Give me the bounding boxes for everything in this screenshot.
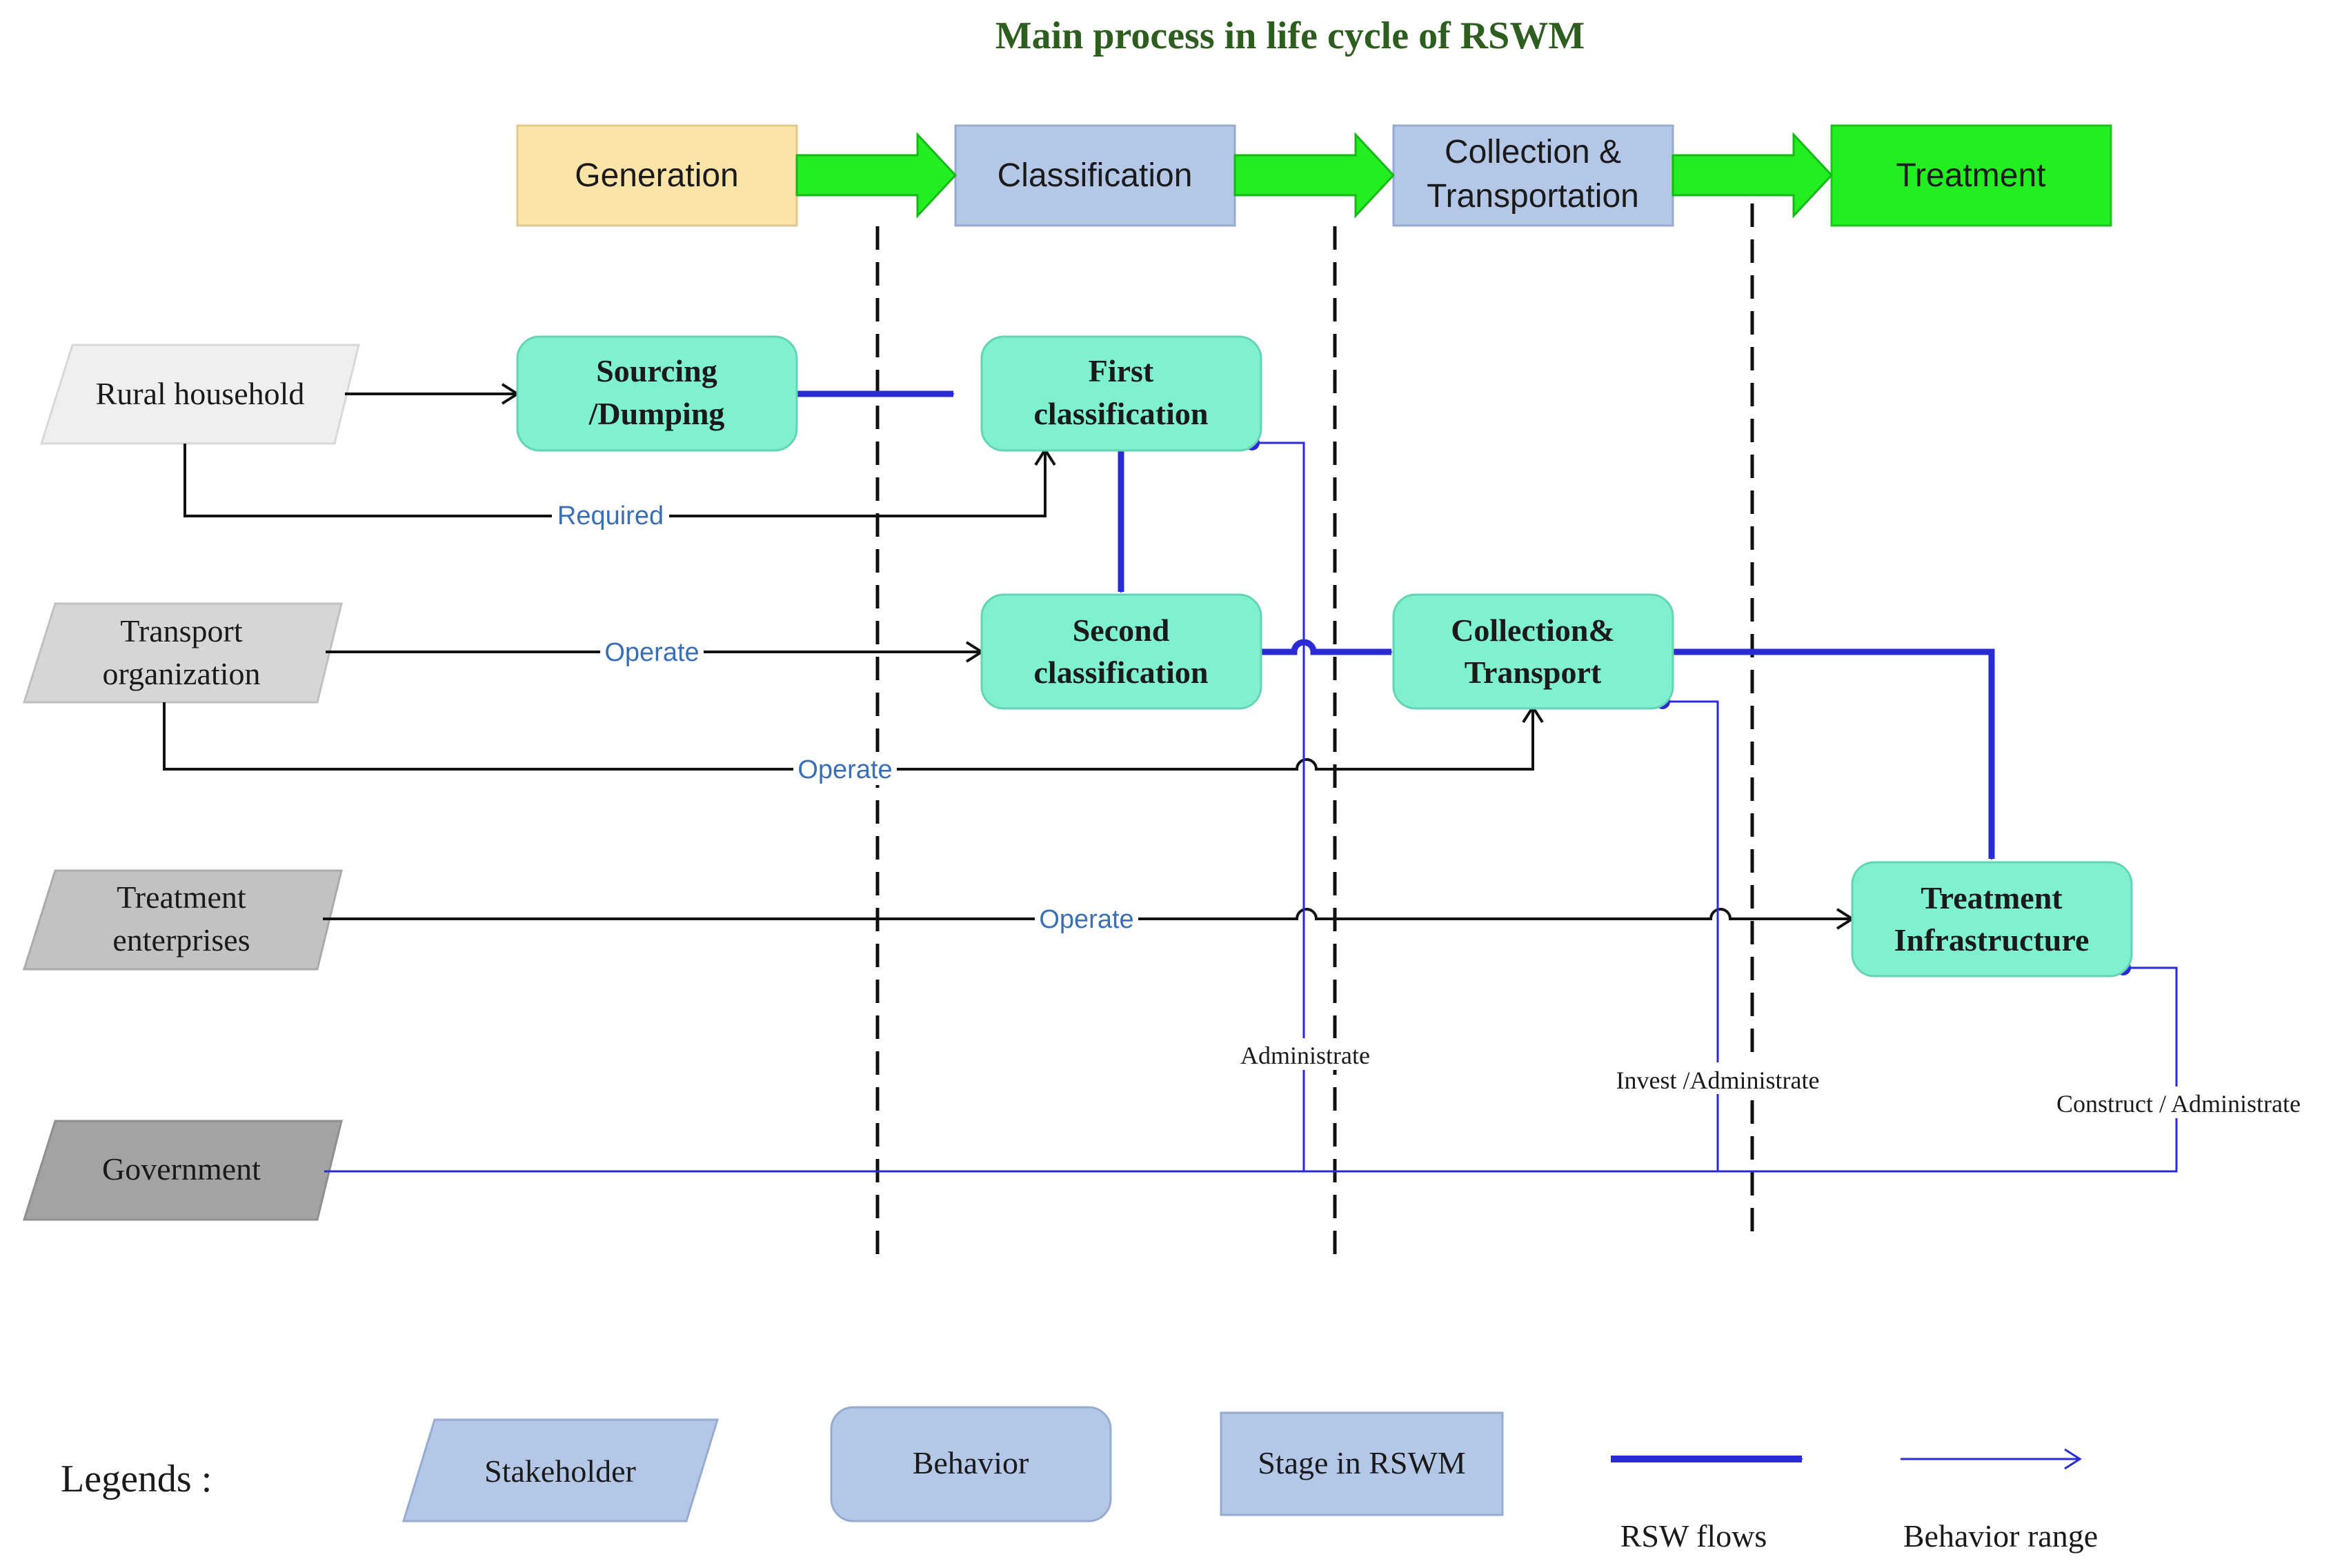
stage-collection-label-line1: Collection & [1445, 134, 1621, 170]
label-construct-administrate: Construct / Administrate [2056, 1090, 2301, 1118]
stakeholder-treatment-enterprises [22, 869, 343, 971]
label-invest-administrate: Invest /Administrate [1616, 1066, 1820, 1094]
stage-treatment-label: Treatment [1896, 157, 2046, 194]
stakeholder-government [22, 1120, 343, 1221]
label-operate-infra: Operate [1039, 905, 1133, 934]
stage-arrow-2 [1233, 132, 1396, 219]
behavior-collection-transport-label-line1: Collection& [1451, 613, 1615, 648]
legend: Legends : Stakeholder Behavior Stage in … [61, 1406, 2098, 1554]
stage-classification-label: Classification [998, 157, 1193, 194]
behavior-first-classification-label-line2: classification [1034, 396, 1209, 431]
range-labels: Administrate Invest /Administrate Constr… [1228, 1038, 2321, 1118]
stage-collection-label-line2: Transportation [1427, 178, 1639, 215]
legend-stage-shape [1220, 1411, 1504, 1516]
stakeholder-transport-organization-label-line1: Transport [120, 613, 242, 648]
rsw-flows [797, 390, 1995, 860]
stakeholder-rural-household [39, 344, 360, 445]
label-operate-collect: Operate [797, 755, 892, 784]
behavior-sourcing-dumping-label-line2: /Dumping [588, 396, 725, 431]
behavior-sourcing-dumping-label-line1: Sourcing [596, 353, 717, 388]
behavior-collection-transport-label-line2: Transport [1465, 655, 1602, 690]
behavior-second-classification-label-line1: Second [1073, 613, 1170, 648]
legend-range-label: Behavior range [1903, 1518, 2098, 1554]
edge-labels: Required Operate Operate Operate [552, 498, 1138, 935]
stakeholder-treatment-enterprises-label-line1: Treatment [117, 880, 246, 915]
label-administrate: Administrate [1240, 1042, 1370, 1069]
behavior-second-classification [980, 593, 1262, 710]
stakeholder-transport-organization [22, 602, 343, 704]
behavior-treatment-infrastructure-label-line1: Treatment [1921, 880, 2063, 915]
stage-arrow-3 [1672, 132, 1834, 219]
flow-second-collect [1260, 639, 1393, 655]
behavior-first-classification [980, 335, 1262, 452]
legend-flow-label: RSW flows [1620, 1518, 1767, 1554]
stage-generation [516, 124, 798, 227]
label-operate-second: Operate [604, 638, 699, 667]
behavior-first-classification-label-line1: First [1089, 353, 1154, 388]
legend-stage-label: Stage in RSWM [1258, 1445, 1466, 1480]
stakeholders: Rural household Transport organization T… [22, 344, 360, 1221]
connector-transport-collect [163, 702, 1544, 771]
legend-behavior-shape [830, 1406, 1112, 1522]
stakeholder-government-label: Government [102, 1151, 261, 1187]
stage-treatment [1830, 124, 2112, 227]
stage-arrows [795, 132, 1834, 219]
behaviors: Sourcing /Dumping First classification S… [516, 335, 2133, 977]
behavior-second-classification-label-line2: classification [1034, 655, 1209, 690]
legend-stakeholder-shape [401, 1418, 720, 1522]
range-government-infra [1718, 966, 2178, 1173]
behavior-sourcing-dumping [516, 335, 798, 452]
stage-arrow-1 [795, 132, 958, 219]
stakeholder-rural-household-label: Rural household [96, 376, 305, 411]
legend-stakeholder-label: Stakeholder [484, 1453, 636, 1489]
stakeholder-transport-organization-label-line2: organization [102, 656, 260, 691]
flow-collect-infra [1673, 648, 1995, 860]
range-government-first [324, 441, 1305, 1173]
stage-generation-label: Generation [575, 157, 739, 194]
label-required: Required [557, 502, 664, 530]
legend-title: Legends : [61, 1458, 212, 1500]
behavior-treatment-infrastructure [1851, 861, 2133, 977]
connector-treatment-infra [323, 908, 1855, 930]
behavior-treatment-infrastructure-label-line2: Infrastructure [1894, 922, 2090, 957]
diagram-title: Main process in life cycle of RSWM [995, 14, 1585, 57]
range-government-collect [1304, 700, 1719, 1173]
legend-behavior-label: Behavior [913, 1445, 1029, 1480]
behavior-collection-transport [1392, 593, 1674, 710]
stakeholder-treatment-enterprises-label-line2: enterprises [112, 922, 250, 957]
